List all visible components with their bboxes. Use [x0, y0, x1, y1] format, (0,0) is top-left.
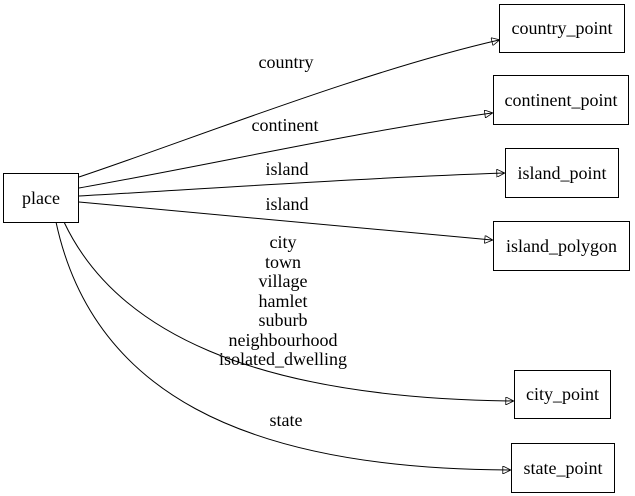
node-state-point: state_point: [511, 443, 615, 493]
node-place: place: [3, 173, 79, 223]
edge-label-suburb: suburb: [258, 310, 308, 330]
edge-place-island-polygon: [78, 201, 492, 240]
node-country-point: country_point: [499, 4, 625, 53]
edge-label-hamlet: hamlet: [258, 290, 308, 311]
edge-label-island-polygon: island: [265, 194, 309, 214]
edge-label-isolated-dwelling: isolated_dwelling: [219, 349, 347, 369]
edge-label-country: country: [258, 52, 314, 72]
node-city-point: city_point: [514, 370, 611, 419]
edge-label-city: city: [269, 232, 297, 252]
edge-place-country-point: [78, 40, 499, 178]
edge-label-neighbourhood: neighbourhood: [228, 329, 338, 350]
edge-label-village: village: [258, 271, 308, 291]
node-island-point: island_point: [505, 148, 619, 198]
edge-label-state: state: [269, 410, 303, 430]
node-island-polygon: island_polygon: [493, 221, 630, 271]
edge-place-city-point: [63, 221, 513, 401]
edge-place-state-point: [55, 221, 510, 470]
node-continent-point: continent_point: [493, 75, 629, 125]
edge-label-town: town: [264, 251, 301, 272]
edge-label-island-point: island: [265, 159, 309, 179]
edge-label-city-group: city town village hamlet suburb neighbou…: [219, 232, 347, 370]
edge-place-island-point: [78, 173, 504, 197]
edge-place-continent-point: [78, 113, 492, 189]
edge-label-continent: continent: [251, 115, 319, 135]
